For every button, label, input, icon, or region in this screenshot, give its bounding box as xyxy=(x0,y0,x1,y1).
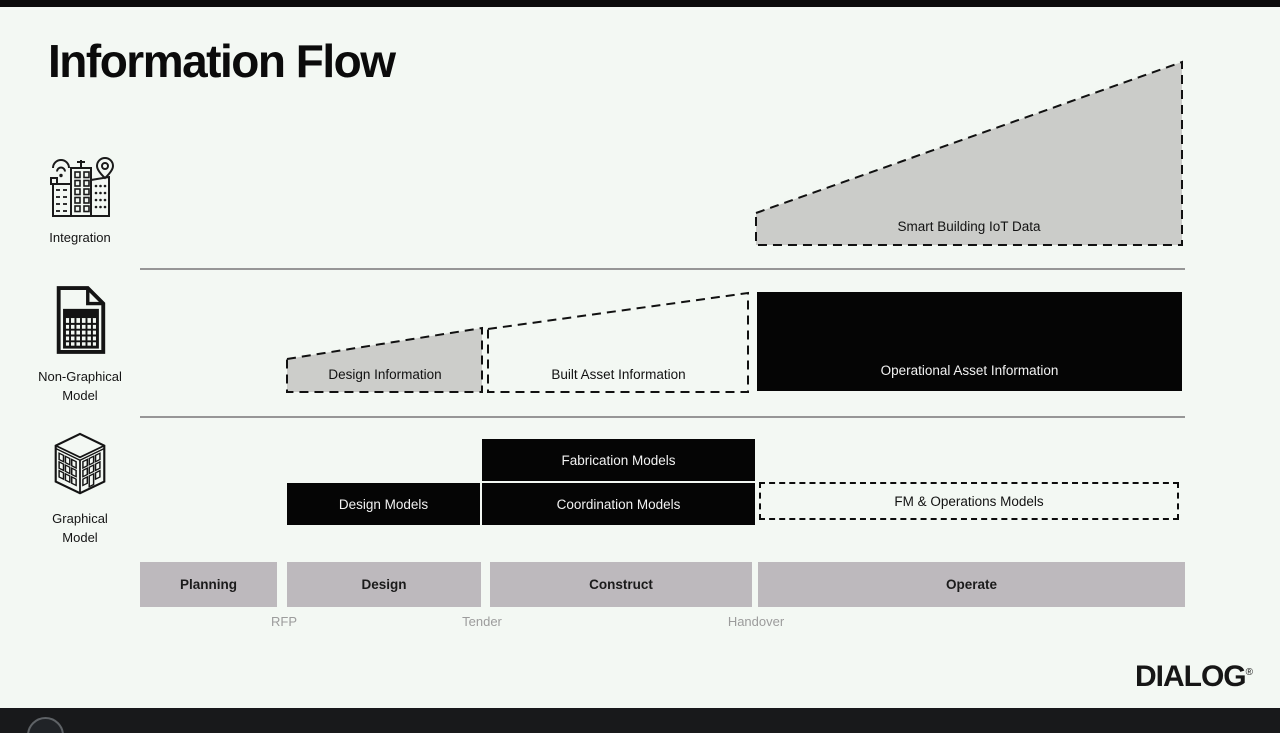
coordination-models-box: Coordination Models xyxy=(482,483,755,525)
operational-asset-information-box: Operational Asset Information xyxy=(757,292,1182,391)
design-models-label: Design Models xyxy=(338,496,429,512)
operational-asset-information-label: Operational Asset Information xyxy=(880,363,1059,378)
smart-building-iot-label: Smart Building IoT Data xyxy=(897,219,1041,234)
milestone-rfp: RFP xyxy=(271,614,297,629)
registered-mark: ® xyxy=(1245,667,1253,678)
fm-operations-models-box: FM & Operations Models xyxy=(759,482,1179,520)
isometric-building-icon xyxy=(46,429,114,505)
phase-operate: Operate xyxy=(758,562,1185,607)
bottom-bar xyxy=(0,708,1280,733)
coordination-models-label: Coordination Models xyxy=(556,496,681,512)
page-title: Information Flow xyxy=(48,35,396,87)
row-divider-line xyxy=(140,416,1185,418)
spreadsheet-document-icon xyxy=(49,285,111,355)
phase-construct: Construct xyxy=(490,562,752,607)
design-models-box: Design Models xyxy=(287,483,480,525)
top-bar xyxy=(0,0,1280,7)
phase-planning: Planning xyxy=(140,562,277,607)
smart-building-iot-shape: Smart Building IoT Data xyxy=(754,59,1184,247)
row-divider-line xyxy=(140,268,1185,270)
graphical-model-label: Graphical Model xyxy=(52,511,108,545)
integration-label: Integration xyxy=(49,230,111,245)
built-asset-information-label: Built Asset Information xyxy=(551,367,686,382)
fabrication-models-box: Fabrication Models xyxy=(482,439,755,481)
non-graphical-model-label: Non-Graphical Model xyxy=(38,369,122,403)
milestone-handover: Handover xyxy=(727,614,785,629)
design-information-shape: Design Information xyxy=(285,325,485,395)
smart-buildings-icon xyxy=(43,156,117,222)
fabrication-models-label: Fabrication Models xyxy=(561,452,676,468)
dialog-logo: DIALOG® xyxy=(1134,660,1253,693)
built-asset-information-shape: Built Asset Information xyxy=(486,290,751,395)
design-information-label: Design Information xyxy=(328,367,442,382)
milestone-tender: Tender xyxy=(462,614,502,629)
fm-operations-models-label: FM & Operations Models xyxy=(894,493,1044,509)
phase-design: Design xyxy=(287,562,481,607)
